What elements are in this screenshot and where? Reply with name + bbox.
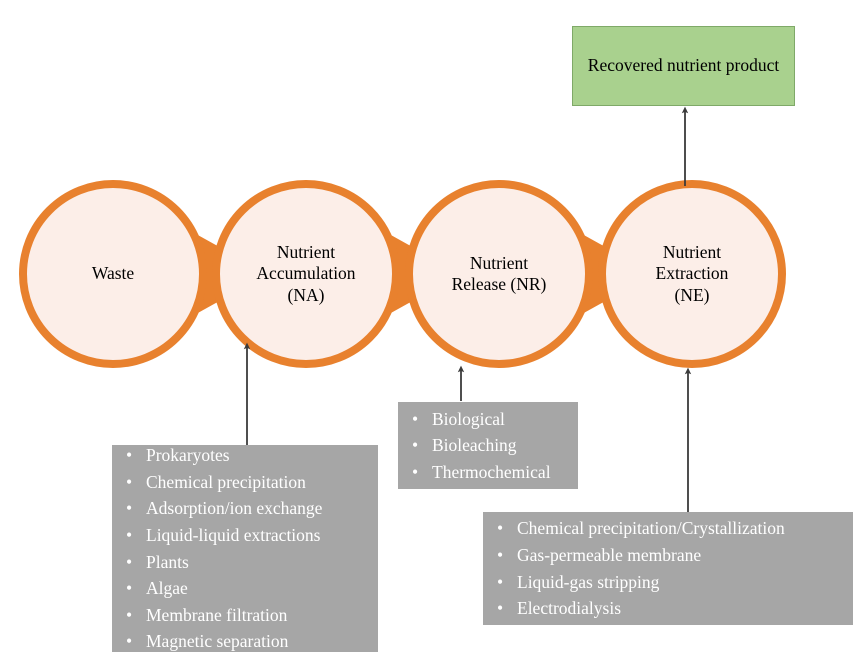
list-item: Magnetic separation <box>126 628 378 655</box>
stage-circle-ne <box>598 180 786 368</box>
list-item: Thermochemical <box>412 459 578 486</box>
list-item: Membrane filtration <box>126 602 378 629</box>
list-item: Liquid-gas stripping <box>497 569 853 596</box>
list-item: Biological <box>412 406 578 433</box>
connector-arrows <box>243 106 692 512</box>
list-item: Chemical precipitation/Crystallization <box>497 515 853 542</box>
list-item: Electrodialysis <box>497 595 853 622</box>
na-methods-box: ProkaryotesChemical precipitationAdsorpt… <box>112 442 378 655</box>
nr-methods-list: BiologicalBioleachingThermochemical <box>398 406 578 486</box>
list-item: Liquid-liquid extractions <box>126 522 378 549</box>
stage-circle-waste <box>19 180 207 368</box>
ne-methods-list: Chemical precipitation/CrystallizationGa… <box>483 515 853 621</box>
list-item: Prokaryotes <box>126 442 378 469</box>
list-item: Adsorption/ion exchange <box>126 495 378 522</box>
stage-circle-na <box>212 180 400 368</box>
stage-circle-nr <box>405 180 593 368</box>
list-item: Gas-permeable membrane <box>497 542 853 569</box>
ne-methods-box: Chemical precipitation/CrystallizationGa… <box>483 512 853 625</box>
stage-circles <box>19 180 786 368</box>
nr-methods-box: BiologicalBioleachingThermochemical <box>398 402 578 489</box>
list-item: Bioleaching <box>412 432 578 459</box>
recovered-product-box: Recovered nutrient product <box>572 26 795 106</box>
list-item: Algae <box>126 575 378 602</box>
list-item: Plants <box>126 549 378 576</box>
list-item: Chemical precipitation <box>126 469 378 496</box>
na-methods-list: ProkaryotesChemical precipitationAdsorpt… <box>112 442 378 655</box>
recovered-product-label: Recovered nutrient product <box>587 55 780 76</box>
